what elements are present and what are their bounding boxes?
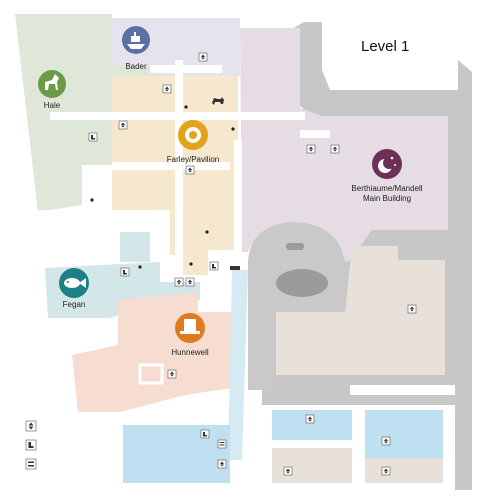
badge-farley[interactable] (178, 120, 208, 150)
elevator-icon (330, 144, 340, 154)
building-berthiaume (240, 28, 448, 262)
restroom-icon (209, 261, 219, 271)
elevator-icon (185, 277, 195, 287)
sunflower-icon (185, 127, 201, 143)
road-marker (286, 243, 304, 250)
elevator-icon (283, 466, 293, 476)
label-bader: Bader (125, 62, 147, 71)
elevator-icon (167, 369, 177, 379)
elevator-icon (198, 52, 208, 62)
connector-corridor (228, 270, 248, 460)
entrance-marker (230, 266, 240, 270)
fegan-wing (120, 232, 150, 262)
hunnewell-courtyard (138, 363, 164, 385)
level-label: Level 1 (361, 38, 409, 55)
label-hunnewell: Hunnewell (171, 348, 209, 357)
label-hale: Hale (44, 101, 61, 110)
elevator-icon (381, 436, 391, 446)
elevator-icon (25, 420, 37, 432)
label-fegan: Fegan (63, 300, 86, 309)
building-south-4 (365, 458, 443, 483)
point-markers (90, 105, 235, 269)
fish-icon (64, 278, 86, 288)
moon-stars-icon (378, 156, 396, 173)
dog-icon (212, 97, 224, 105)
top-hat-icon (180, 319, 200, 334)
building-south-2 (272, 448, 352, 483)
boat-icon (127, 32, 145, 49)
elevator-icon (174, 277, 184, 287)
badge-bader[interactable] (122, 26, 150, 54)
label-berthiaume-line1: Berthiaume/Mandell (351, 184, 422, 193)
badge-berthiaume[interactable] (372, 149, 402, 179)
map-markers (88, 52, 417, 476)
label-berthiaume-line2: Main Building (363, 194, 411, 203)
badge-fegan[interactable] (59, 268, 89, 298)
legend (25, 420, 37, 470)
restroom-icon (88, 132, 98, 142)
elevator-icon (185, 165, 195, 175)
horse-icon (45, 74, 59, 90)
elevator-icon (306, 144, 316, 154)
stairs-icon (217, 439, 227, 449)
building-south-3 (365, 410, 443, 460)
badge-hunnewell[interactable] (175, 313, 205, 343)
elevator-icon (118, 120, 128, 130)
badge-hale[interactable] (38, 70, 66, 98)
building-east (276, 246, 445, 375)
elevator-icon (407, 304, 417, 314)
restroom-icon (120, 267, 130, 277)
elevator-icon (305, 414, 315, 424)
label-farley: Farley/Pavilion (167, 155, 219, 164)
restroom-icon (200, 429, 210, 439)
stairs-icon (25, 458, 37, 470)
roundabout (248, 222, 345, 390)
building-south-1 (272, 410, 352, 440)
roundabout-island (276, 269, 328, 297)
building-southwest (123, 425, 230, 483)
elevator-icon (381, 466, 391, 476)
restroom-icon (25, 439, 37, 451)
elevator-icon (217, 459, 227, 469)
elevator-icon (162, 84, 172, 94)
